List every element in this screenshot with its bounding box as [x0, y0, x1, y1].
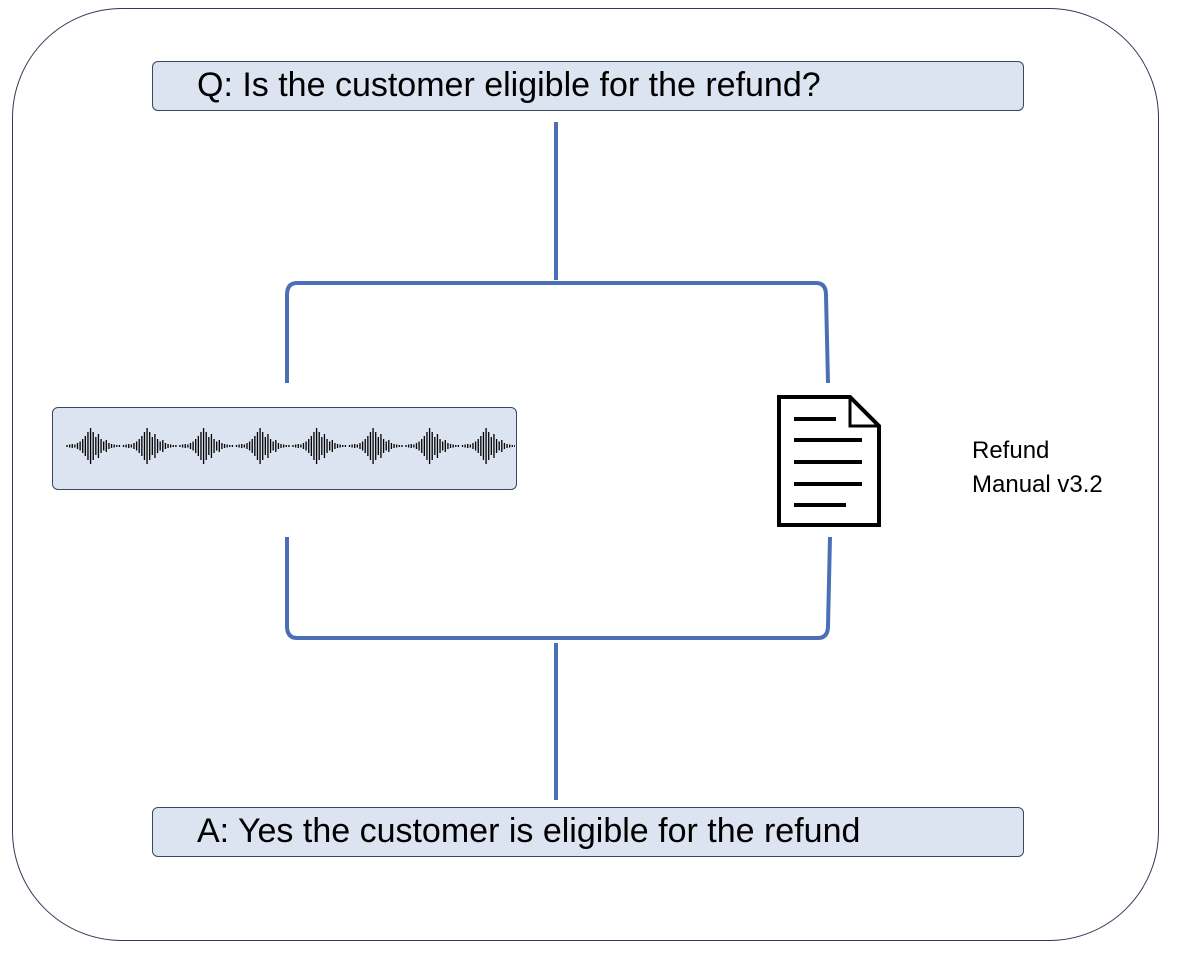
document-label: Refund Manual v3.2	[972, 434, 1172, 502]
answer-text: A: Yes the customer is eligible for the …	[197, 812, 861, 850]
document-icon	[777, 395, 881, 527]
document-label-line1: Refund	[972, 437, 1050, 464]
audio-waveform-icon	[66, 428, 515, 464]
document-label-line2: Manual v3.2	[972, 471, 1103, 498]
question-box: Q: Is the customer eligible for the refu…	[152, 61, 1024, 111]
answer-box: A: Yes the customer is eligible for the …	[152, 807, 1024, 857]
question-text: Q: Is the customer eligible for the refu…	[197, 66, 821, 104]
audio-input-box	[52, 407, 517, 490]
